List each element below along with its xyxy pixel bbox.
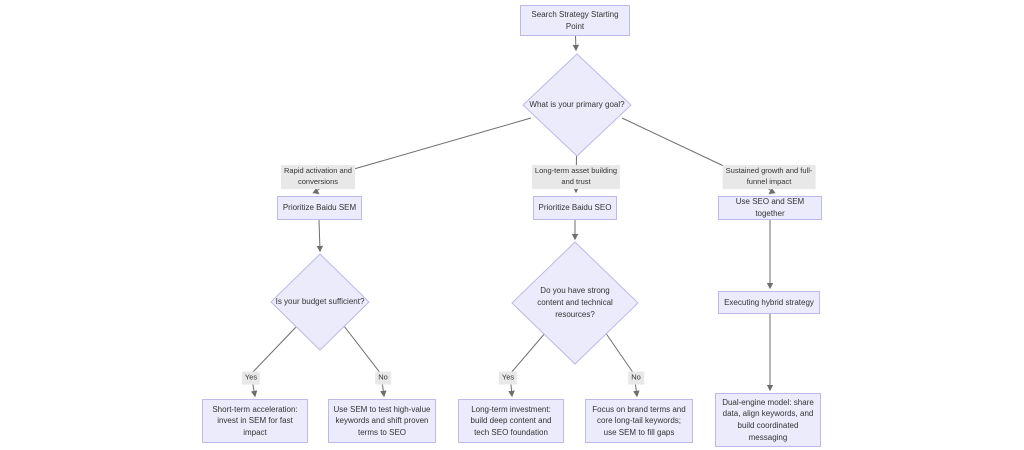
decision-budget-shape [270, 253, 370, 351]
edge-label-resources-yes: Yes [498, 371, 518, 385]
decision-budget-label: Is your budget sufficient? [275, 297, 365, 306]
node-sem-test-keywords: Use SEM to test high-value keywords and … [328, 399, 436, 443]
node-prioritize-seo: Prioritize Baidu SEO [533, 196, 617, 220]
edge-goal-sem-line [353, 117, 532, 170]
node-long-term-investment: Long-term investment: build deep content… [458, 399, 564, 443]
decision-goal-label: What is your primary goal? [529, 100, 625, 109]
node-start: Search Strategy Starting Point [520, 5, 630, 36]
edge-label-budget-yes: Yes [241, 371, 261, 385]
edge-label-budget-no: No [375, 371, 391, 385]
edge-label-sustained-growth: Sustained growth and full- funnel impact [722, 165, 816, 189]
edge-label-long-term-asset: Long-term asset building and trust [531, 165, 621, 189]
edge-start-goal [572, 34, 580, 52]
node-use-seo-and-sem: Use SEO and SEM together [718, 196, 822, 220]
node-dual-engine-model: Dual-engine model: share data, align key… [715, 393, 821, 447]
node-focus-brand-terms: Focus on brand terms and core long-tail … [585, 399, 693, 443]
edge-goal-both-line [621, 117, 731, 170]
edge-budget-yes [250, 325, 298, 398]
edge-label-resources-no: No [628, 371, 644, 385]
edge-resources-no [604, 331, 640, 398]
edge-budget-no [343, 325, 387, 398]
decision-goal-shape [522, 53, 632, 157]
node-prioritize-sem: Prioritize Baidu SEM [277, 196, 362, 220]
decision-resources-shape [511, 241, 639, 365]
edge-resources-yes [508, 331, 547, 398]
decision-resources-label: Do you have strong content and technical… [537, 286, 613, 319]
node-hybrid-strategy: Executing hybrid strategy [718, 291, 820, 314]
node-short-term-acceleration: Short-term acceleration: invest in SEM f… [202, 399, 308, 443]
edge-label-rapid-activation: Rapid activation and conversions [281, 165, 355, 189]
edge-sem-budget [316, 219, 324, 253]
